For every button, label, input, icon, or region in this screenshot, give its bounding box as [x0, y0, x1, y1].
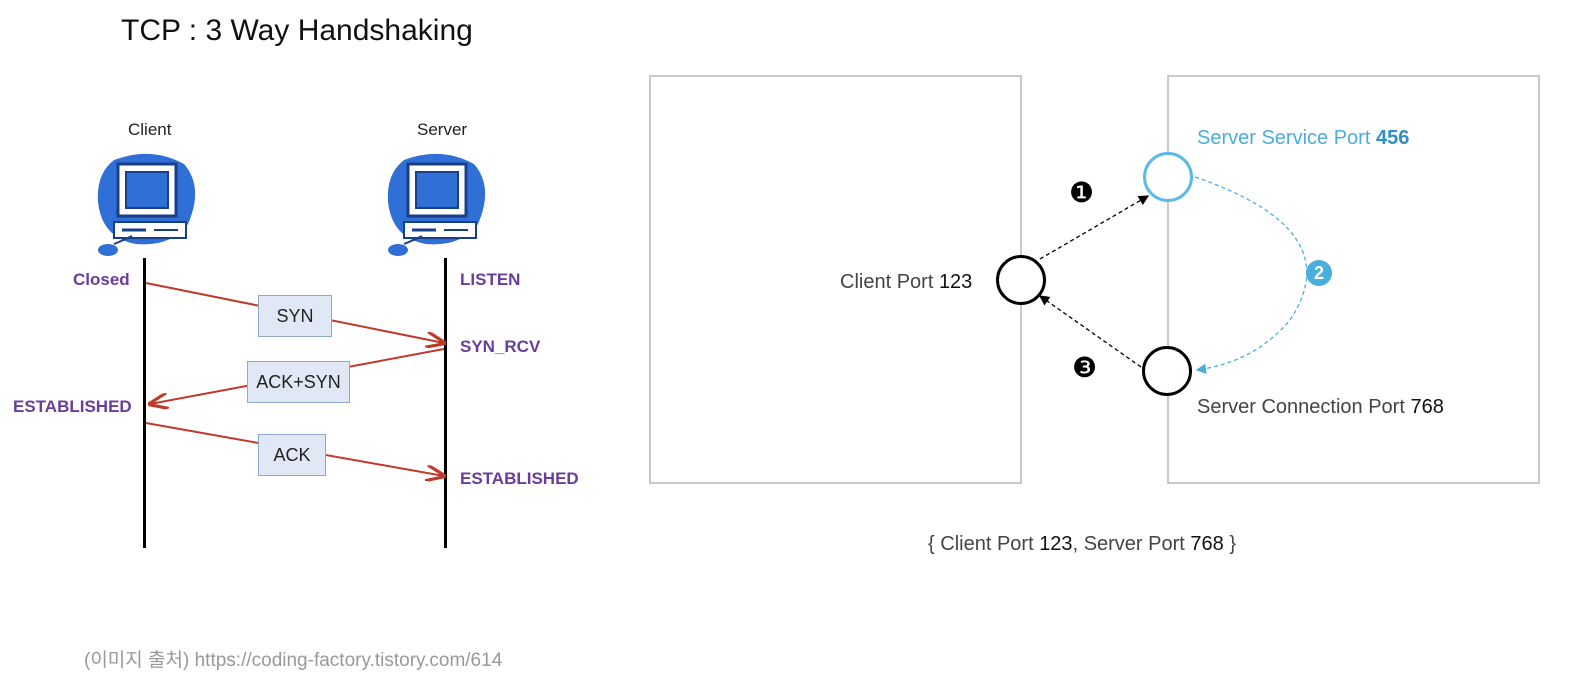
server-state-syn-rcv: SYN_RCV — [460, 337, 541, 356]
server-service-port-label: Server Service Port 456 — [1197, 127, 1409, 150]
ack-syn-message: ACK+SYN — [247, 361, 350, 403]
server-state-established: ESTABLISHED — [460, 469, 579, 488]
client-panel — [649, 75, 1022, 484]
server-label: Server — [417, 120, 468, 139]
client-port-circle — [996, 255, 1046, 305]
client-port-value: 123 — [938, 271, 973, 293]
server-state-listen: LISTEN — [460, 270, 521, 289]
tuple-close-brace: } — [1229, 533, 1237, 555]
client-port-label: Client Port 123 — [840, 271, 972, 294]
tuple-client-label: Client Port — [940, 533, 1034, 555]
tuple-server-label: Server Port — [1083, 533, 1185, 555]
client-lifeline — [143, 258, 146, 548]
client-state-established: ESTABLISHED — [13, 397, 132, 416]
server-connection-port-label: Server Connection Port 768 — [1197, 396, 1444, 419]
syn-message: SYN — [258, 295, 332, 337]
step-3-badge: ❸ — [1072, 352, 1098, 383]
tuple-client-value: 123 — [1039, 533, 1073, 555]
server-service-port-text: Server Service Port — [1197, 127, 1371, 149]
client-state-closed: Closed — [73, 270, 130, 289]
step-1-badge: ❶ — [1069, 177, 1095, 208]
ack-message: ACK — [258, 434, 326, 476]
port-tuple: { Client Port 123, Server Port 768 } — [928, 533, 1236, 556]
client-port-text: Client Port — [840, 271, 934, 293]
tuple-server-value: 768 — [1190, 533, 1224, 555]
image-source-note: (이미지 출처) https://coding-factory.tistory.… — [84, 650, 503, 671]
step-2-badge: 2 — [1306, 260, 1332, 286]
server-service-port-value: 456 — [1375, 127, 1410, 149]
server-connection-port-circle — [1142, 346, 1192, 396]
server-service-port-circle — [1143, 152, 1193, 202]
page-title: TCP : 3 Way Handshaking — [121, 14, 473, 47]
tuple-open-brace: { — [928, 533, 935, 555]
tuple-separator: , — [1072, 533, 1079, 555]
server-connection-port-text: Server Connection Port — [1197, 396, 1405, 418]
server-connection-port-value: 768 — [1410, 396, 1444, 418]
server-lifeline — [444, 258, 447, 548]
client-label: Client — [128, 120, 172, 139]
